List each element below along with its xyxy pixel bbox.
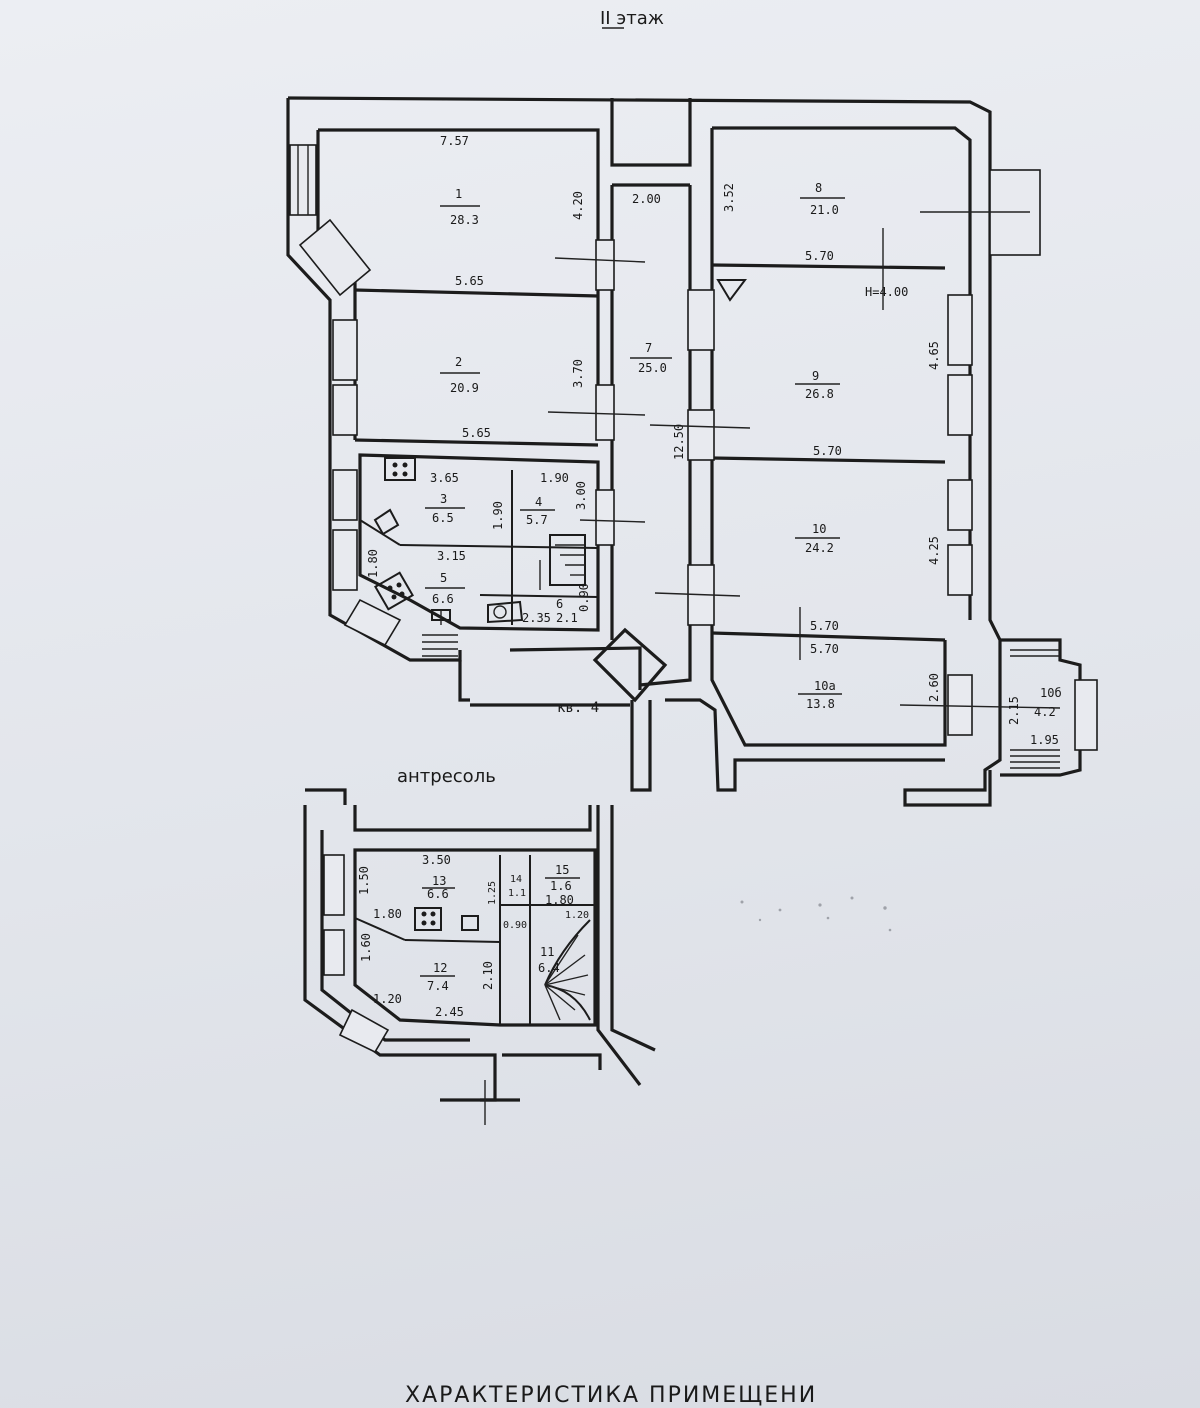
stove-icon xyxy=(414,907,479,931)
room-4-number: 4 xyxy=(535,495,542,509)
label-rooms-r14-area: 1.1 xyxy=(508,888,526,899)
label-dims-m245: 2.45 xyxy=(435,1005,464,1019)
room-10b-number: 10б xyxy=(1040,686,1062,700)
room-10-area: 24.2 xyxy=(805,541,834,555)
characteristics-heading: ХАРАКТЕРИСТИКА ПРИМЕЩЕНИ xyxy=(405,1383,817,1408)
label-dims-d465: 4.65 xyxy=(927,341,941,370)
label-dims-d352: 3.52 xyxy=(722,183,736,212)
label-dims-m180a: 1.80 xyxy=(373,907,402,921)
apartment-label: кв. 4 xyxy=(557,700,599,716)
label-dims-d180: 1.80 xyxy=(366,549,380,578)
label-dims-d190b: 1.90 xyxy=(540,471,569,485)
label-dims-d565a: 5.65 xyxy=(455,274,484,288)
label-rooms-r13-area: 6.6 xyxy=(427,887,449,901)
label-dims-d570a: 5.70 xyxy=(805,249,834,263)
mezzanine-title: антресоль xyxy=(397,766,496,787)
room-9-area: 26.8 xyxy=(805,387,834,401)
label-rooms-r12-num: 12 xyxy=(433,961,447,975)
label-dims-d190a: 1.90 xyxy=(491,501,505,530)
stove-icon xyxy=(374,571,414,611)
room-5-area: 6.6 xyxy=(432,592,454,606)
label-dims-d370: 3.70 xyxy=(571,359,585,388)
room-10a-area: 13.8 xyxy=(806,697,835,711)
room-10-number: 10 xyxy=(812,522,826,536)
label-dims-m180b: 1.80 xyxy=(545,893,574,907)
room-8-number: 8 xyxy=(815,181,822,195)
room-5-number: 5 xyxy=(440,571,447,585)
label-dims-m210: 2.10 xyxy=(481,961,495,990)
label-dims-d215: 2.15 xyxy=(1007,696,1021,725)
room-3-area: 6.5 xyxy=(432,511,454,525)
label-dims-d425: 4.25 xyxy=(927,536,941,565)
label-dims-d570d: 5.70 xyxy=(810,642,839,656)
label-dims-m150: 1.50 xyxy=(357,866,371,895)
room-6-area: 2.1 xyxy=(556,611,578,625)
label-dims-d260: 2.60 xyxy=(927,673,941,702)
label-dims-m350: 3.50 xyxy=(422,853,451,867)
mezzanine-windows xyxy=(323,854,390,1054)
room-6-number: 6 xyxy=(556,597,563,611)
label-dims-d090: 0.90 xyxy=(577,583,591,612)
spiral-stair-icon xyxy=(544,919,591,1021)
label-dims-m090: 0.90 xyxy=(503,920,527,931)
stair-room-4 xyxy=(539,534,586,590)
right-windows xyxy=(920,169,1098,751)
room-7-area: 25.0 xyxy=(638,361,667,375)
small-stair-icon xyxy=(716,279,747,302)
label-rooms-r13-num: 13 xyxy=(432,874,446,888)
mezzanine-walls xyxy=(303,788,656,1125)
label-dims-d570b: 5.70 xyxy=(813,444,842,458)
label-dims-d570c: 5.70 xyxy=(810,619,839,633)
room-1-number: 1 xyxy=(455,187,462,201)
bath-icon xyxy=(373,508,451,625)
label-dims-d200: 2.00 xyxy=(632,192,661,206)
dimensions-mezzanine: 3.50 1.50 1.25 1.80 0.90 1.80 1.60 2.10 … xyxy=(357,853,589,1019)
label-dims-m160: 1.60 xyxy=(359,933,373,962)
label-dims-m125: 1.25 xyxy=(487,881,498,905)
stove-icon xyxy=(384,457,416,481)
label-dims-d757: 7.57 xyxy=(440,134,469,148)
room-2-number: 2 xyxy=(455,355,462,369)
label-rooms-r11-area: 6.4 xyxy=(538,961,560,975)
mezzanine-room-labels: 13 6.6 14 1.1 15 1.6 11 6.4 12 7.4 xyxy=(420,863,580,993)
partitions xyxy=(354,263,946,792)
label-rooms-r11-num: 11 xyxy=(540,945,554,959)
room-9-number: 9 xyxy=(812,369,819,383)
label-dims-d235: 2.35 xyxy=(522,611,551,625)
label-dims-d195: 1.95 xyxy=(1030,733,1059,747)
room-4-area: 5.7 xyxy=(526,513,548,527)
room-labels: 1 28.3 2 20.9 3 6.5 4 5.7 5 6.6 6 2.1 7 … xyxy=(425,181,1062,719)
label-dims-m120: 1.20 xyxy=(373,992,402,1006)
label-rooms-r15-num: 15 xyxy=(555,863,569,877)
corridor-doors xyxy=(547,239,1061,709)
floor-title: II этаж xyxy=(600,8,664,29)
label-dims-d365: 3.65 xyxy=(430,471,459,485)
room-1-area: 28.3 xyxy=(450,213,479,227)
room-3-number: 3 xyxy=(440,492,447,506)
label-rooms-r14-num: 14 xyxy=(510,874,522,885)
label-dims-d420: 4.20 xyxy=(571,191,585,220)
room-7-number: 7 xyxy=(645,341,652,355)
room-10b-area: 4.2 xyxy=(1034,705,1056,719)
vestibule-10b xyxy=(422,634,1060,769)
label-dims-d1250: 12.50 xyxy=(672,424,686,460)
label-dims-d300: 3.00 xyxy=(574,481,588,510)
label-dims-m120b: 1.20 xyxy=(565,910,589,921)
left-windows xyxy=(289,144,402,647)
paper-specks xyxy=(740,896,892,932)
room-10a-number: 10а xyxy=(814,679,836,693)
label-dims-d315: 3.15 xyxy=(437,549,466,563)
room-8-area: 21.0 xyxy=(810,203,839,217)
room-2-area: 20.9 xyxy=(450,381,479,395)
bath-icon xyxy=(487,600,524,624)
label-dims-d565b: 5.65 xyxy=(462,426,491,440)
label-rooms-r12-area: 7.4 xyxy=(427,979,449,993)
label-dims-d400: H=4.00 xyxy=(865,285,908,299)
dimensions-main: 7.57 4.20 5.65 3.70 5.65 3.65 1.90 1.90 … xyxy=(366,134,1059,747)
label-rooms-r15-area: 1.6 xyxy=(550,879,572,893)
